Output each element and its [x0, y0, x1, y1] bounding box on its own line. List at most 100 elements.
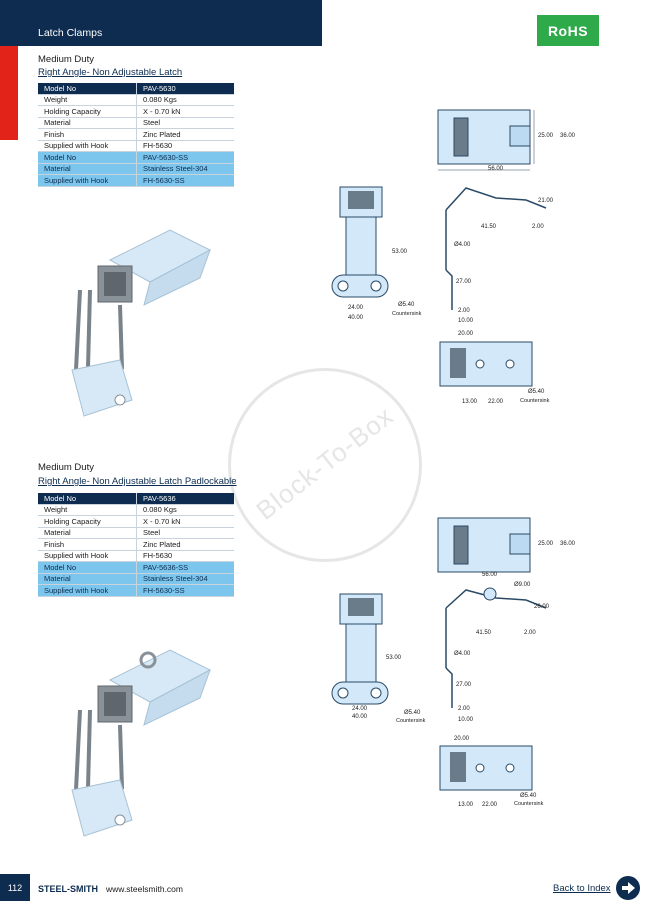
spec-value: PAV-5636 [136, 493, 234, 505]
drawing1-top-view: 25.00 36.00 56.00 [437, 109, 576, 172]
section2-title: Medium Duty [38, 462, 94, 473]
dim-56: 56.00 [482, 572, 498, 578]
spec-label: Weight [38, 94, 137, 106]
dim-13: 13.00 [462, 399, 478, 405]
dim-41-50: 41.50 [481, 224, 497, 230]
dim-41-50: 41.50 [476, 630, 492, 636]
dim-10: 10.00 [458, 717, 474, 723]
drawing2-front-view: 53.00 24.00 40.00 Ø5.40 Countersink [331, 593, 426, 724]
dim-dia4: Ø4.00 [454, 242, 471, 248]
dim-21: 21.00 [538, 198, 554, 204]
spec-label: Finish [38, 128, 137, 141]
dim-dia5-4: Ø5.40 [398, 302, 415, 308]
countersink-label: Countersink [392, 311, 422, 317]
dim-dia5-4: Ø5.40 [404, 710, 421, 716]
spec-value: FH-5630 [136, 550, 234, 562]
spec-label: Material [38, 527, 137, 539]
dim-2-b: 2.00 [458, 308, 470, 314]
spec-label: Model No [38, 151, 137, 164]
dim-36: 36.00 [560, 541, 576, 547]
spec-label: Material [38, 163, 137, 175]
dim-36: 36.00 [560, 133, 576, 139]
dim-22: 22.00 [482, 802, 498, 808]
spec-value: FH-5630-SS [136, 174, 234, 187]
spec-label: Model No [38, 493, 137, 505]
spec-value: PAV-5630 [136, 83, 234, 95]
dim-2-b: 2.00 [458, 706, 470, 712]
dim-40: 40.00 [348, 315, 364, 321]
back-arrow-button[interactable] [616, 876, 640, 900]
spec-value: PAV-5636-SS [136, 561, 234, 574]
section1-title: Medium Duty [38, 54, 94, 65]
countersink-label: Countersink [396, 718, 426, 724]
countersink-label-b: Countersink [520, 398, 550, 404]
dim-53: 53.00 [386, 655, 402, 661]
spec-value: X - 0.70 kN [136, 515, 234, 528]
spec-value: Stainless Steel-304 [136, 163, 234, 175]
dim-dia4: Ø4.00 [454, 651, 471, 657]
dim-dia5-4-b: Ø5.40 [528, 389, 545, 395]
drawing2-top-view: 25.00 36.00 56.00 [437, 517, 576, 578]
footer-url[interactable]: www.steelsmith.com [106, 884, 183, 894]
dim-dia5-4-b: Ø5.40 [520, 793, 537, 799]
section1-subtitle[interactable]: Right Angle- Non Adjustable Latch [38, 67, 183, 78]
spec-value: Stainless Steel-304 [136, 573, 234, 585]
dim-24: 24.00 [348, 305, 364, 311]
spec-label: Supplied with Hook [38, 550, 137, 562]
footer-brand: STEEL-SMITH [38, 884, 98, 894]
dim-2-a: 2.00 [532, 224, 544, 230]
product-photo-latch-padlockable [71, 649, 212, 837]
dim-dia9: Ø9.00 [514, 582, 531, 588]
section-accent-bar [0, 46, 18, 140]
drawing1-side-view: 21.00 41.50 2.00 Ø4.00 27.00 2.00 10.00 [445, 187, 554, 324]
spec-value: PAV-5630-SS [136, 151, 234, 164]
spec-label: Model No [38, 83, 137, 95]
back-to-index-link[interactable]: Back to Index [553, 883, 611, 894]
spec-value: Steel [136, 527, 234, 539]
spec-label: Holding Capacity [38, 105, 137, 118]
spec-label: Material [38, 573, 137, 585]
page-number: 112 [0, 874, 30, 901]
section2-subtitle[interactable]: Right Angle- Non Adjustable Latch Padloc… [38, 476, 237, 487]
dim-25: 25.00 [538, 133, 554, 139]
spec-value: Zinc Plated [136, 538, 234, 551]
dim-10: 10.00 [458, 318, 474, 324]
dim-25: 25.00 [538, 541, 554, 547]
dim-13: 13.00 [458, 802, 474, 808]
header-bar: Latch Clamps [0, 0, 322, 46]
dim-40: 40.00 [352, 714, 368, 720]
spec-value: 0.080 Kgs [136, 504, 234, 516]
spec-value: X - 0.70 kN [136, 105, 234, 118]
product-photo-latch [71, 229, 212, 417]
dim-20: 20.00 [454, 736, 470, 742]
spec-label: Supplied with Hook [38, 174, 137, 187]
dim-20: 20.00 [458, 331, 474, 337]
spec-label: Weight [38, 504, 137, 516]
spec-value: 0.080 Kgs [136, 94, 234, 106]
arrow-right-icon [622, 882, 635, 894]
spec-value: Zinc Plated [136, 128, 234, 141]
drawing2-bottom-view: 20.00 13.00 22.00 Ø5.40 Countersink [439, 736, 544, 808]
dim-27: 27.00 [456, 279, 472, 285]
spec-value: FH-5630-SS [136, 584, 234, 597]
